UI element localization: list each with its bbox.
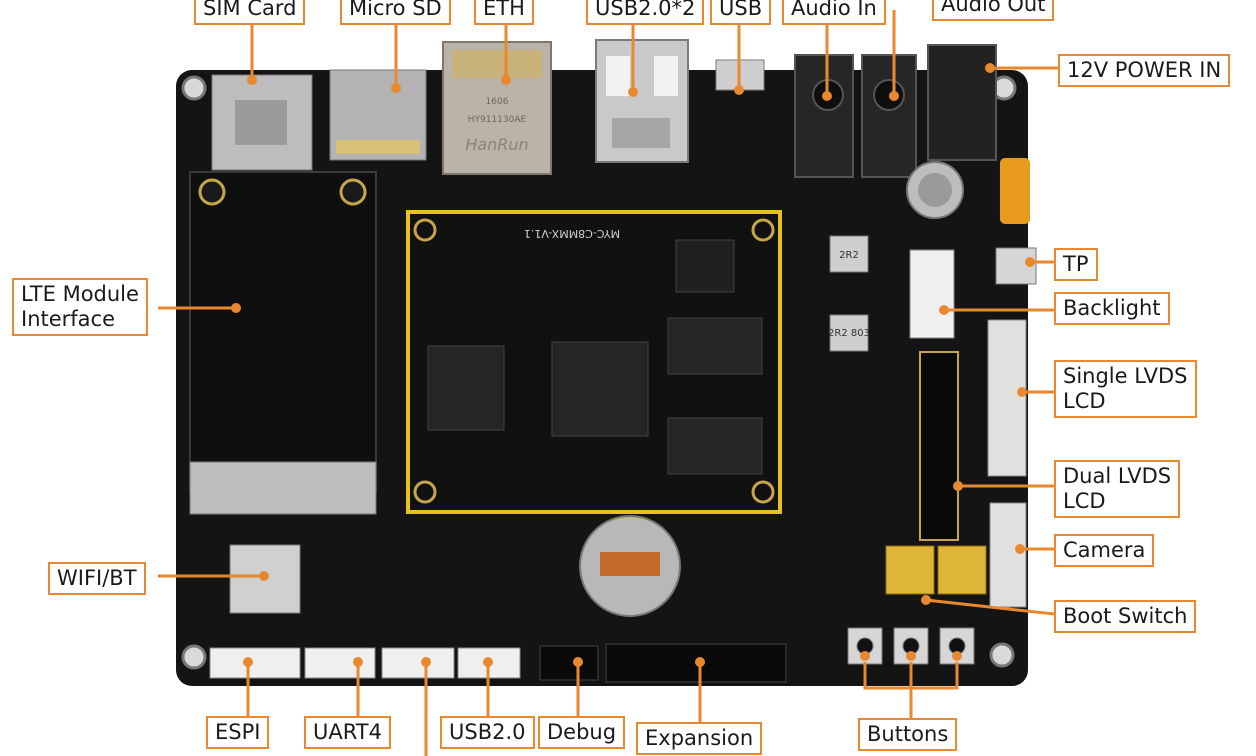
debug-header — [539, 645, 599, 681]
eth-part-text: HY911130AE — [468, 115, 527, 125]
label-lte-module: LTE Module Interface — [12, 278, 148, 336]
label-power-in: 12V POWER IN — [1058, 54, 1231, 87]
bottom-connectors — [209, 647, 521, 679]
label-micro-sd: Micro SD — [340, 0, 451, 25]
label-tp: TP — [1054, 248, 1098, 281]
boot-switches — [885, 545, 987, 595]
som-title-text: MYC-C8MMX-V1.1 — [524, 227, 620, 240]
eth-brand-text: HanRun — [465, 135, 528, 154]
sim-card-slot — [211, 74, 313, 171]
inductor-2-text: 2R2 803 — [828, 328, 870, 339]
som-module: MYC-C8MMX-V1.1 — [406, 210, 782, 514]
label-audio-out: Audio Out — [932, 0, 1055, 21]
audio-jacks — [794, 54, 917, 178]
label-dual-lvds: Dual LVDS LCD — [1054, 460, 1181, 518]
label-debug: Debug — [538, 716, 626, 749]
label-camera: Camera — [1054, 534, 1155, 567]
label-uart4: UART4 — [304, 716, 391, 749]
label-eth: ETH — [474, 0, 534, 25]
eth-code-text: 1606 — [486, 97, 509, 107]
lte-module-area — [189, 171, 377, 515]
battery-holder — [579, 515, 681, 617]
label-usb2-bottom: USB2.0 — [440, 716, 535, 749]
inductors: 2R2 2R2 803 — [828, 235, 870, 352]
orange-clip — [1000, 158, 1030, 224]
camera-connector — [989, 502, 1027, 608]
label-audio-in: Audio In — [782, 0, 886, 25]
eth-jack: HanRun HY911130AE 1606 — [442, 41, 552, 175]
dual-lvds-header — [919, 351, 959, 541]
leader-lines — [158, 10, 1060, 756]
usb-double-port — [595, 39, 689, 163]
label-usb-top: USB — [710, 0, 772, 25]
micro-sd-slot — [329, 69, 427, 161]
inductor-1-text: 2R2 — [839, 250, 859, 261]
backlight-connector — [909, 249, 955, 339]
label-boot-switch: Boot Switch — [1054, 600, 1197, 633]
label-espi: ESPI — [206, 716, 270, 749]
power-jack — [927, 44, 997, 161]
capacitor — [906, 161, 964, 219]
label-buttons: Buttons — [858, 718, 958, 751]
label-wifi-bt: WIFI/BT — [48, 562, 146, 595]
single-lvds-connector — [987, 319, 1027, 477]
label-single-lvds: Single LVDS LCD — [1054, 360, 1197, 418]
label-sim-card: SIM Card — [194, 0, 306, 25]
label-backlight: Backlight — [1054, 292, 1170, 325]
mounting-holes — [181, 75, 1017, 670]
label-usb2-x2: USB2.0*2 — [586, 0, 705, 25]
label-expansion: Expansion — [636, 722, 763, 755]
leader-dots — [231, 63, 1035, 667]
